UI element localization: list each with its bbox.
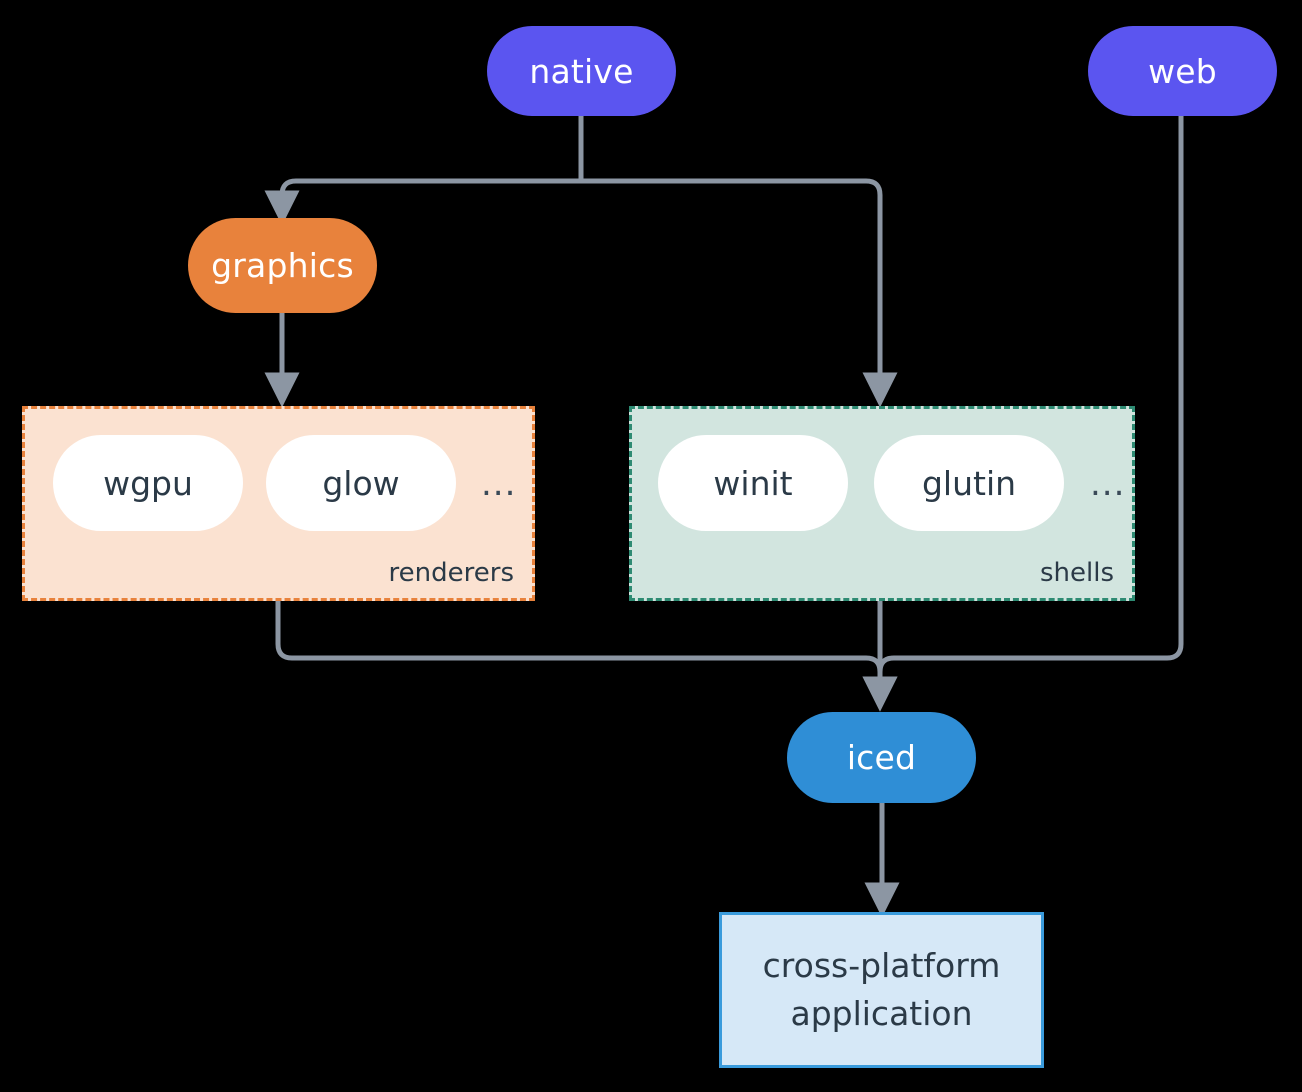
node-native[interactable]: native bbox=[487, 26, 676, 116]
chip-winit[interactable]: winit bbox=[658, 435, 848, 531]
node-iced-label: iced bbox=[846, 738, 917, 777]
node-native-label: native bbox=[529, 51, 634, 91]
renderers-ellipsis: ... bbox=[481, 464, 517, 504]
node-web[interactable]: web bbox=[1088, 26, 1277, 116]
group-shells-label: shells bbox=[1039, 558, 1114, 588]
node-application-line2: application bbox=[790, 994, 973, 1033]
shells-ellipsis: ... bbox=[1090, 464, 1126, 504]
node-graphics[interactable]: graphics bbox=[188, 218, 377, 313]
chip-glutin-label: glutin bbox=[921, 463, 1017, 503]
chip-glow[interactable]: glow bbox=[266, 435, 456, 531]
chip-wgpu-label: wgpu bbox=[103, 463, 193, 503]
edge-native-to-shells bbox=[578, 112, 898, 408]
chip-wgpu[interactable]: wgpu bbox=[53, 435, 243, 531]
node-web-label: web bbox=[1148, 51, 1217, 91]
edge-web-to-iced bbox=[862, 112, 1184, 712]
edge-renderers-to-iced bbox=[275, 598, 898, 712]
node-application[interactable]: cross-platform application bbox=[719, 912, 1044, 1068]
node-graphics-label: graphics bbox=[211, 246, 354, 285]
group-renderers-label: renderers bbox=[388, 558, 514, 588]
chip-winit-label: winit bbox=[713, 463, 793, 503]
chip-glutin[interactable]: glutin bbox=[874, 435, 1064, 531]
node-iced[interactable]: iced bbox=[787, 712, 976, 803]
edge-native-to-graphics bbox=[264, 112, 584, 226]
node-application-line1: cross-platform bbox=[762, 945, 1001, 985]
group-shells: winit glutin ... shells bbox=[629, 406, 1135, 601]
chip-glow-label: glow bbox=[322, 463, 400, 503]
group-renderers: wgpu glow ... renderers bbox=[22, 406, 535, 601]
